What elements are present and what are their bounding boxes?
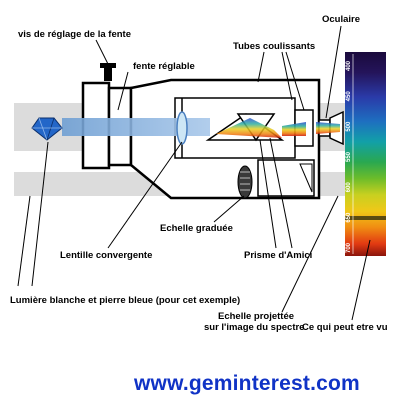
converging-lens [176,111,188,145]
blue-beam [62,118,210,136]
label-graduated-scale: Echelle graduée [160,223,233,234]
label-sliding-tubes: Tubes coulissants [233,41,316,52]
label-slit-screw: vis de réglage de la fente [18,29,131,40]
spectrum-tick-label: 700 [346,242,352,253]
spectrum-tick-label: 400 [346,60,352,71]
pointer-amici-prism-b [269,137,293,249]
pointer-visible-result [351,239,371,321]
spectrum-tick-label: 600 [346,182,352,193]
spectrum-tick-label: 450 [346,91,352,102]
blue-gem [31,117,63,141]
pointer-sliding-tubes-c [285,51,305,111]
graduated-scale-lens [237,165,253,199]
label-visible-result: Ce qui peut etre vu [302,322,388,333]
label-projected-scale-line2: sur l'image du spectre [204,322,305,333]
website-link[interactable]: www.geminterest.com [134,372,360,395]
eyepiece [316,110,344,146]
pointer-white-light-b [31,141,49,287]
label-adjustable-slit: fente réglable [133,61,195,72]
pointer-graduated-scale [213,195,245,223]
label-white-light: Lumière blanche et pierre bleue (pour ce… [10,295,241,306]
pointer-white-light-a [17,195,31,287]
spectrum-scale: 400 450 500 550 600 650 700 [346,60,352,253]
pointer-eyepiece [325,25,342,119]
pointer-sliding-tubes-a [257,51,265,83]
label-amici-prism: Prisme d'Amici [244,250,313,261]
slit-screw [104,67,112,81]
pointer-adjustable-slit [117,71,129,111]
label-projected-scale: Echelle projettée [218,311,295,322]
spectrum-tick-label: 550 [346,151,352,162]
pointer-slit-screw [95,39,109,65]
absorption-band [345,216,386,220]
pointer-sliding-tubes-b [281,51,293,101]
label-converging-lens: Lentille convergente [60,250,153,261]
spectrum-tick-label: 500 [346,121,352,132]
spectrum-tick-label: 650 [346,212,352,223]
pointer-amici-prism-a [259,139,277,249]
pointer-projected-scale [281,195,339,313]
spectrum-strip [345,52,386,256]
label-eyepiece: Oculaire [322,14,361,25]
pointer-converging-lens [107,141,183,249]
